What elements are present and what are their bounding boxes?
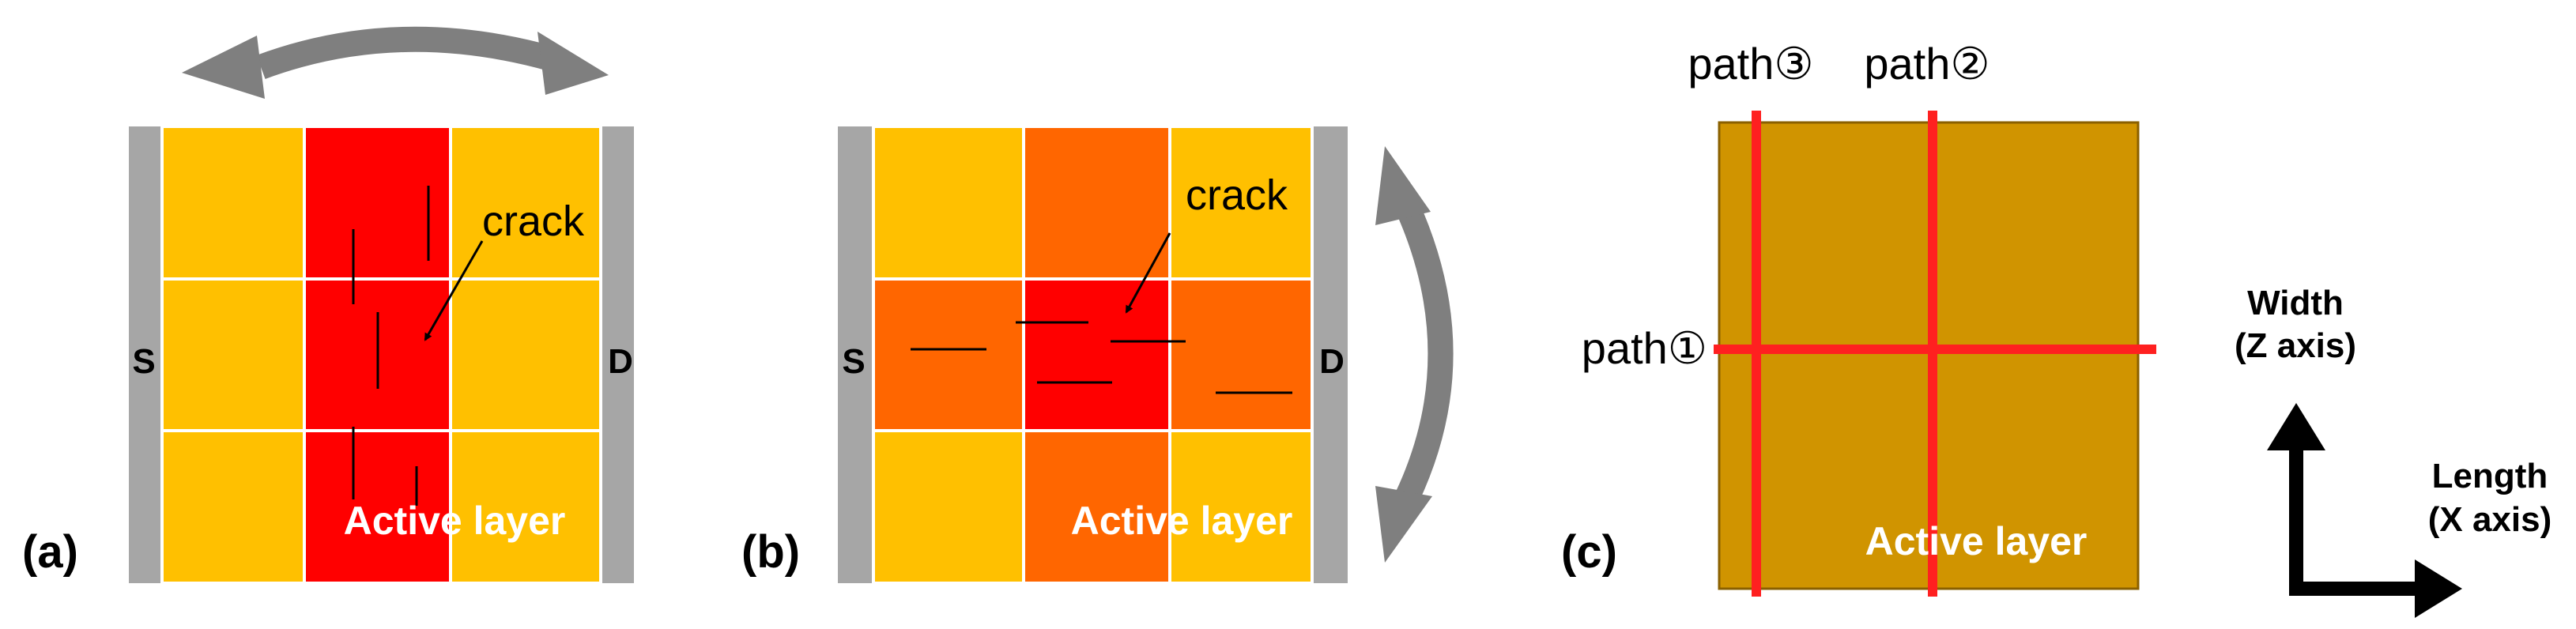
bend-arrow-horizontal — [182, 26, 609, 99]
active-layer-label-c: Active layer — [1865, 519, 2088, 563]
panel-letter-b: (b) — [741, 526, 800, 578]
panel-letter-a: (a) — [22, 526, 78, 578]
width-label-line2: (Z axis) — [2235, 326, 2356, 365]
panel-b: crack S D Active layer (b) — [741, 125, 1454, 585]
panel-letter-c: (c) — [1561, 526, 1617, 578]
x-axis-arrowhead — [2415, 559, 2462, 618]
z-axis-arrowhead — [2267, 403, 2325, 450]
path3-label: path③ — [1688, 39, 1813, 89]
length-label-line1: Length — [2432, 457, 2548, 495]
panel-c: path③ path② path① Active layer (c) — [1561, 39, 2156, 597]
active-layer-label-b: Active layer — [1071, 499, 1293, 543]
axis-indicator: Width (Z axis) Length (X axis) — [2235, 284, 2551, 618]
source-electrode-a — [129, 126, 162, 583]
source-label-b: S — [842, 342, 865, 381]
drain-label-a: D — [608, 342, 633, 381]
drain-electrode-b — [1312, 126, 1348, 583]
crack-pointer-a — [424, 240, 484, 341]
drain-label-b: D — [1319, 342, 1345, 381]
drain-electrode-a — [601, 126, 634, 583]
active-layer-grid-b — [872, 125, 1314, 585]
active-layer-grid-a — [160, 125, 602, 585]
path2-label: path② — [1864, 39, 1990, 89]
source-electrode-b — [838, 126, 873, 583]
cracks-b — [911, 321, 1292, 394]
crack-label-a: crack — [482, 198, 585, 245]
cracks-a — [352, 186, 430, 506]
width-label-line1: Width — [2247, 284, 2344, 322]
path1-label: path① — [1582, 323, 1707, 373]
active-layer-label-a: Active layer — [344, 499, 566, 543]
crack-pointer-b — [1125, 232, 1171, 314]
crack-label-b: crack — [1186, 171, 1288, 219]
source-label-a: S — [132, 342, 155, 381]
bend-arrow-vertical — [1375, 146, 1454, 563]
panel-a: crack S D Active layer (a) — [22, 26, 634, 585]
length-label-line2: (X axis) — [2428, 500, 2552, 539]
